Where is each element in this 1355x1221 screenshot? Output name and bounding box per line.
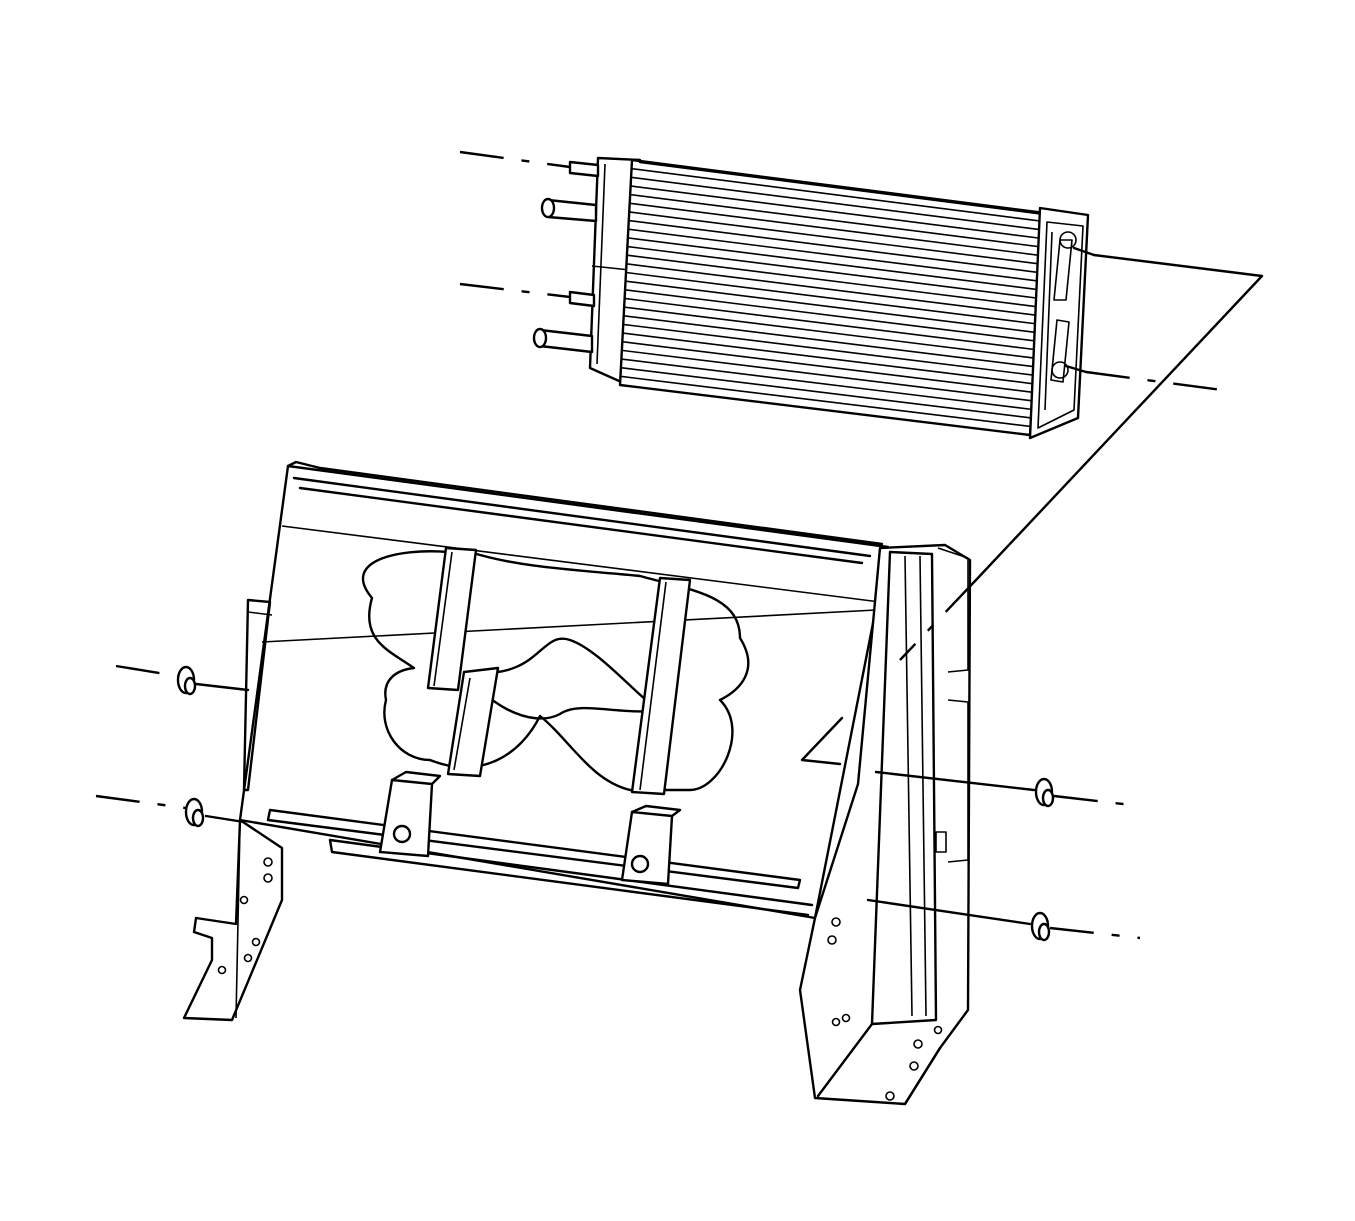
fin-line <box>625 271 1038 325</box>
bracket-top-lip <box>292 476 872 558</box>
fin-line <box>624 289 1037 342</box>
mounting-bracket <box>182 460 972 1106</box>
fin-line <box>620 366 1032 419</box>
heater-core <box>532 156 1096 440</box>
heater-core-pipe-stubs <box>532 160 600 354</box>
alignment-lines <box>95 150 1264 940</box>
fin-line <box>624 306 1036 359</box>
bracket-clip-right <box>620 804 682 886</box>
nut-right-upper <box>1034 777 1055 808</box>
fin-line <box>623 323 1035 377</box>
fin-line <box>628 219 1042 274</box>
bracket-straps <box>426 546 692 796</box>
fin-line <box>627 237 1040 291</box>
bracket-left-leg <box>182 818 284 1022</box>
fin-line <box>621 349 1033 402</box>
fin-line <box>631 167 1045 223</box>
fin-line <box>624 297 1036 351</box>
fin-line <box>625 280 1038 334</box>
heater-core-right-tank <box>1028 206 1096 440</box>
nut-right-lower <box>1030 911 1051 942</box>
fin-line <box>630 176 1044 231</box>
nut-left-upper <box>176 665 197 696</box>
fin-line <box>620 375 1031 428</box>
fin-line <box>622 340 1033 394</box>
bracket-clip-left <box>378 770 442 858</box>
fin-line <box>629 211 1042 266</box>
fin-lines <box>620 167 1045 428</box>
bracket-right-leg <box>798 543 972 1106</box>
fin-line <box>623 314 1035 368</box>
fin-line <box>629 202 1043 257</box>
fin-line <box>622 332 1034 385</box>
fin-line <box>630 193 1043 248</box>
fin-line <box>626 263 1039 317</box>
fin-line <box>626 254 1039 308</box>
heater-core-fins <box>618 158 1054 437</box>
fin-line <box>621 358 1032 411</box>
fin-line <box>627 245 1040 300</box>
fin-line <box>630 185 1044 240</box>
nut-left-lower <box>184 797 205 828</box>
bracket-slot-rail <box>266 808 802 890</box>
fin-line <box>628 228 1041 283</box>
